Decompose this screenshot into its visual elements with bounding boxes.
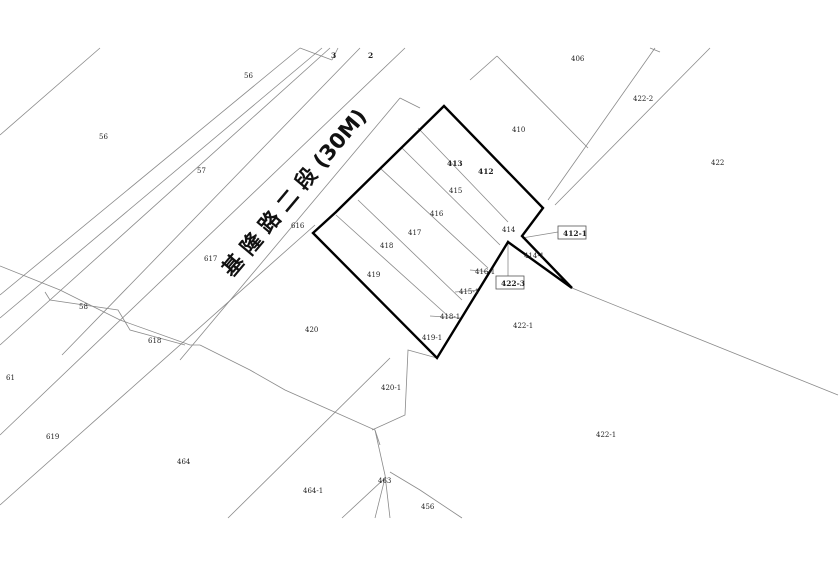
lot-label: 416 (430, 210, 444, 218)
lot-label: 414 (502, 226, 516, 234)
lot-label: 417 (408, 229, 421, 237)
lot-label: 418 (380, 242, 393, 250)
lot-label: 413 (447, 159, 463, 168)
lot-label: 422-1 (513, 322, 533, 330)
lot-label: 422 (711, 159, 724, 167)
lot-label: 617 (204, 255, 217, 263)
lot-label: 619 (46, 433, 59, 441)
lot-labels: 3 2 56 56 57 406 410 422-2 422 413 412 4… (6, 51, 724, 511)
lot-label: 406 (571, 55, 585, 63)
lot-label: 410 (512, 126, 525, 134)
lot-label: 464-1 (303, 487, 323, 495)
lot-422-3-box (495, 275, 525, 290)
lot-label: 412-1 (563, 229, 587, 238)
lot-label: 419-1 (422, 334, 442, 342)
parcel-lines (0, 47, 839, 519)
lot-label: 463 (378, 477, 391, 485)
lot-label: 464 (177, 458, 191, 466)
lot-label: 56 (244, 72, 253, 80)
lot-label: 419 (367, 271, 380, 279)
lot-label: 415-1 (459, 288, 479, 296)
lot-label: 3 (331, 51, 336, 60)
lot-label: 61 (6, 374, 15, 382)
lot-label: 422-3 (501, 279, 525, 288)
lot-label: 58 (79, 303, 88, 311)
lot-label: 414-1 (524, 252, 544, 260)
lot-label: 57 (197, 167, 206, 175)
lot-label: 422-1 (596, 431, 616, 439)
lot-label: 422-2 (633, 95, 653, 103)
lot-label: 415 (449, 187, 462, 195)
lot-label: 618 (148, 337, 161, 345)
road-name-label: 基 隆 路 二 段 (30M) (217, 104, 371, 281)
lot-label: 418-1 (440, 313, 460, 321)
lot-label: 412 (478, 167, 494, 176)
lot-label: 420 (305, 326, 318, 334)
lot-label: 616 (291, 222, 305, 230)
subject-parcel-boundary (311, 104, 573, 360)
lot-label: 420-1 (381, 384, 401, 392)
lot-label: 56 (99, 133, 108, 141)
lot-412-1-box (557, 225, 587, 240)
lot-label: 2 (368, 51, 373, 60)
lot-label: 456 (421, 503, 435, 511)
lot-label: 416-1 (475, 268, 495, 276)
